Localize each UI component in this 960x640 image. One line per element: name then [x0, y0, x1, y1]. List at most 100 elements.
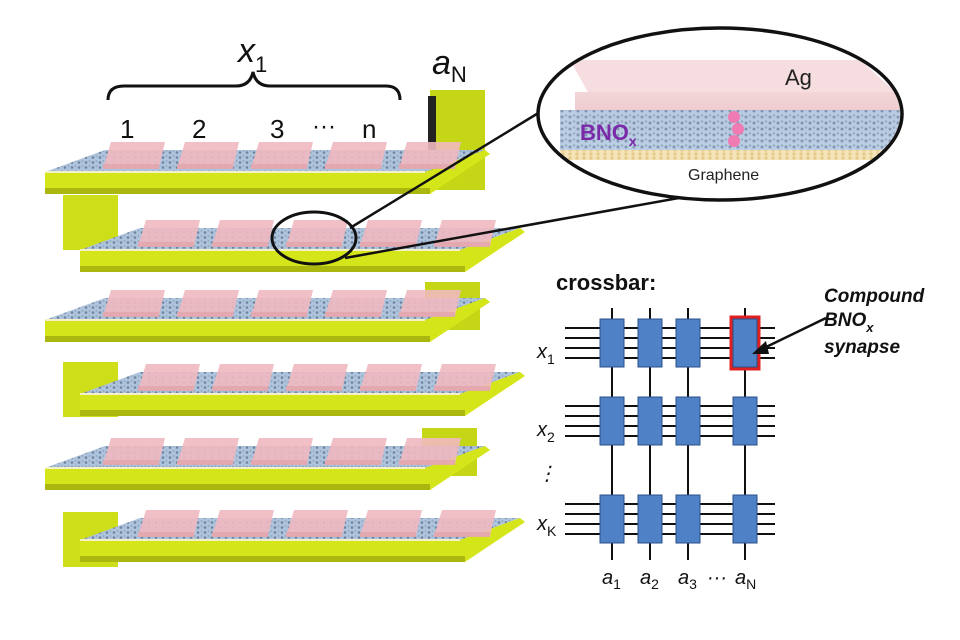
ag-pad	[360, 364, 422, 390]
row-label-main: x	[536, 341, 548, 363]
stack-layer	[45, 438, 490, 490]
column-label-main: ···	[707, 567, 727, 589]
ag-pad-edge	[138, 386, 194, 391]
graphene-label: Graphene	[688, 167, 759, 184]
column-label-sub: 1	[613, 576, 621, 592]
highlighted-synapse	[729, 315, 761, 371]
frame-shadow	[45, 484, 430, 490]
callout-line-1: Compound	[824, 286, 925, 307]
synapse-cell	[637, 494, 663, 544]
ag-pad-edge	[325, 312, 381, 317]
synapse-cell	[599, 318, 625, 368]
synapse-cell	[732, 396, 758, 446]
ag-pad-edge	[434, 532, 490, 537]
column-label: a1	[602, 567, 621, 592]
ag-pad	[251, 438, 313, 464]
ag-pad	[138, 220, 200, 246]
ag-pad-edge	[138, 532, 194, 537]
ag-pad-edge	[360, 532, 416, 537]
ag-pad-edge	[212, 242, 268, 247]
row-label: ⋮	[537, 463, 557, 485]
ag-pad-edge	[251, 164, 307, 169]
column-label-sub: N	[746, 576, 756, 592]
frame-shadow	[80, 410, 465, 416]
column-label: a3	[678, 567, 697, 592]
callout-line-3: synapse	[824, 337, 900, 358]
callout-arrowhead	[752, 341, 769, 354]
ag-pad	[177, 290, 239, 316]
ag-pad	[103, 290, 165, 316]
column-label: a2	[640, 567, 659, 592]
ag-pad	[138, 510, 200, 536]
synapse-cell	[675, 396, 701, 446]
synapse-cell	[599, 494, 625, 544]
synapse-cell	[599, 396, 625, 446]
brace	[106, 71, 402, 101]
row-label: xK	[536, 513, 557, 539]
callout-arrow	[759, 316, 827, 352]
ag-pad-edge	[177, 460, 233, 465]
ag-pad	[399, 438, 461, 464]
synapse-cell	[732, 318, 758, 368]
ag-pad-edge	[399, 312, 455, 317]
ag-pad-edge	[212, 532, 268, 537]
ag-pad	[212, 510, 274, 536]
column-label: aN	[735, 567, 756, 592]
ag-pad-edge	[251, 460, 307, 465]
column-label: ···	[707, 567, 727, 589]
row-label-sub: K	[547, 523, 557, 539]
ag-pad	[103, 438, 165, 464]
ag-pad	[212, 364, 274, 390]
crossbar-title: crossbar:	[556, 270, 656, 295]
bnox-label: BNOx	[580, 120, 637, 149]
zoom-inset: Ag BNOx Graphene	[270, 26, 904, 266]
row-label-main: x	[536, 419, 548, 441]
row-label-sub: 2	[547, 429, 555, 445]
ag-pad	[325, 438, 387, 464]
ag-pad-edge	[212, 386, 268, 391]
graphene-layer	[560, 150, 900, 160]
synapse-cell	[675, 318, 701, 368]
column-label-sub: 2	[651, 576, 659, 592]
ag-pad-edge	[138, 242, 194, 247]
ag-pad-edge	[325, 164, 381, 169]
ag-pad	[399, 142, 461, 168]
ag-pad-edge	[177, 164, 233, 169]
row-label-main: x	[536, 513, 548, 535]
ag-ion	[732, 123, 744, 135]
ag-ion	[728, 135, 740, 147]
stack-layer	[45, 142, 490, 194]
ag-pad	[286, 364, 348, 390]
stack-layer	[80, 364, 525, 416]
ag-pad-edge	[177, 312, 233, 317]
top-labels: x1 aN 1 2 3 ··· n	[106, 32, 467, 144]
row-label: x2	[536, 419, 555, 445]
ag-layer	[570, 60, 900, 96]
ag-pad-edge	[360, 386, 416, 391]
x1-label: x1	[236, 32, 267, 77]
ag-pad-edge	[103, 312, 159, 317]
ag-pad	[325, 142, 387, 168]
ag-pad-edge	[399, 164, 455, 169]
zoom-line-top	[349, 110, 541, 230]
column-label-main: a	[602, 567, 613, 589]
zoom-line-bottom	[344, 194, 691, 260]
ag-pad-edge	[434, 242, 490, 247]
frame-shadow	[45, 188, 430, 194]
index-2: 2	[192, 114, 206, 144]
inset-ellipse	[536, 26, 904, 202]
ag-pad	[177, 142, 239, 168]
synapse-cell	[637, 396, 663, 446]
ag-pad-edge	[360, 242, 416, 247]
ag-pad	[399, 290, 461, 316]
ag-pad	[212, 220, 274, 246]
ag-pad-edge	[286, 532, 342, 537]
ag-pad	[434, 510, 496, 536]
stack-layer	[80, 510, 525, 562]
ag-pad	[138, 364, 200, 390]
index-3: 3	[270, 114, 284, 144]
column-label-sub: 3	[689, 576, 697, 592]
row-label-main: ⋮	[537, 463, 557, 485]
